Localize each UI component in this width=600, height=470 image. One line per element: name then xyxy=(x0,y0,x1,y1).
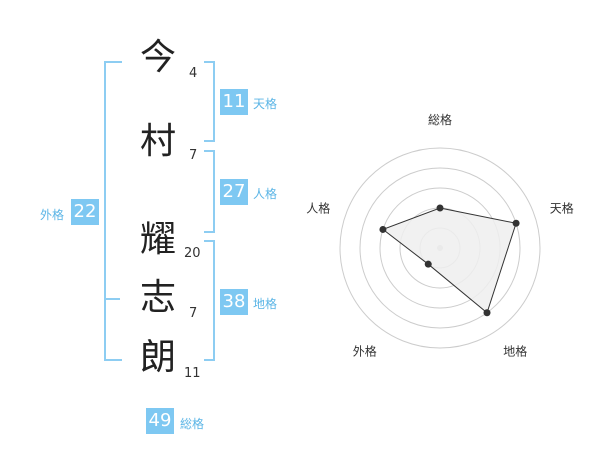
gaikaku-value: 22 xyxy=(71,199,99,225)
radar-point xyxy=(512,219,520,227)
soukaku-label: 総格 xyxy=(180,417,205,431)
name-char-1: 今 xyxy=(139,37,176,78)
gaikaku-label: 外格 xyxy=(40,208,65,222)
radar-axis-label: 人格 xyxy=(306,200,330,215)
gaikaku-bracket xyxy=(104,61,122,361)
tenkaku-value: 11 xyxy=(220,89,248,115)
stroke-count-4: 7 xyxy=(189,306,198,321)
radar-axis-label: 地格 xyxy=(503,344,527,359)
jinkaku-value: 27 xyxy=(220,179,248,205)
name-char-4: 志 xyxy=(139,277,176,318)
radar-axis-label: 天格 xyxy=(550,200,574,215)
chikaku-bracket xyxy=(204,240,215,361)
stroke-count-2: 7 xyxy=(189,148,198,163)
radar-point xyxy=(483,309,491,317)
radar-point xyxy=(379,225,387,233)
tenkaku-bracket xyxy=(204,61,215,142)
name-char-3: 耀 xyxy=(139,219,176,260)
chikaku-label: 地格 xyxy=(253,297,278,311)
radar-series-area xyxy=(381,207,517,314)
name-char-2: 村 xyxy=(139,121,176,162)
jinkaku-bracket xyxy=(204,150,215,233)
name-char-5: 朗 xyxy=(139,337,176,378)
radar-axis-label: 外格 xyxy=(353,344,377,359)
radar-point xyxy=(436,204,444,212)
jinkaku-label: 人格 xyxy=(253,187,278,201)
tenkaku-label: 天格 xyxy=(253,97,278,111)
radar-ring xyxy=(359,167,521,329)
stroke-count-5: 11 xyxy=(184,366,201,381)
chikaku-value: 38 xyxy=(220,289,248,315)
soukaku-value: 49 xyxy=(146,408,174,434)
stroke-count-3: 20 xyxy=(184,246,201,261)
radar-point xyxy=(424,260,432,268)
gaikaku-bracket-inner xyxy=(104,298,120,300)
radar-axis-label: 総格 xyxy=(428,112,452,127)
radar-ring xyxy=(339,147,541,349)
stroke-count-1: 4 xyxy=(189,66,198,81)
